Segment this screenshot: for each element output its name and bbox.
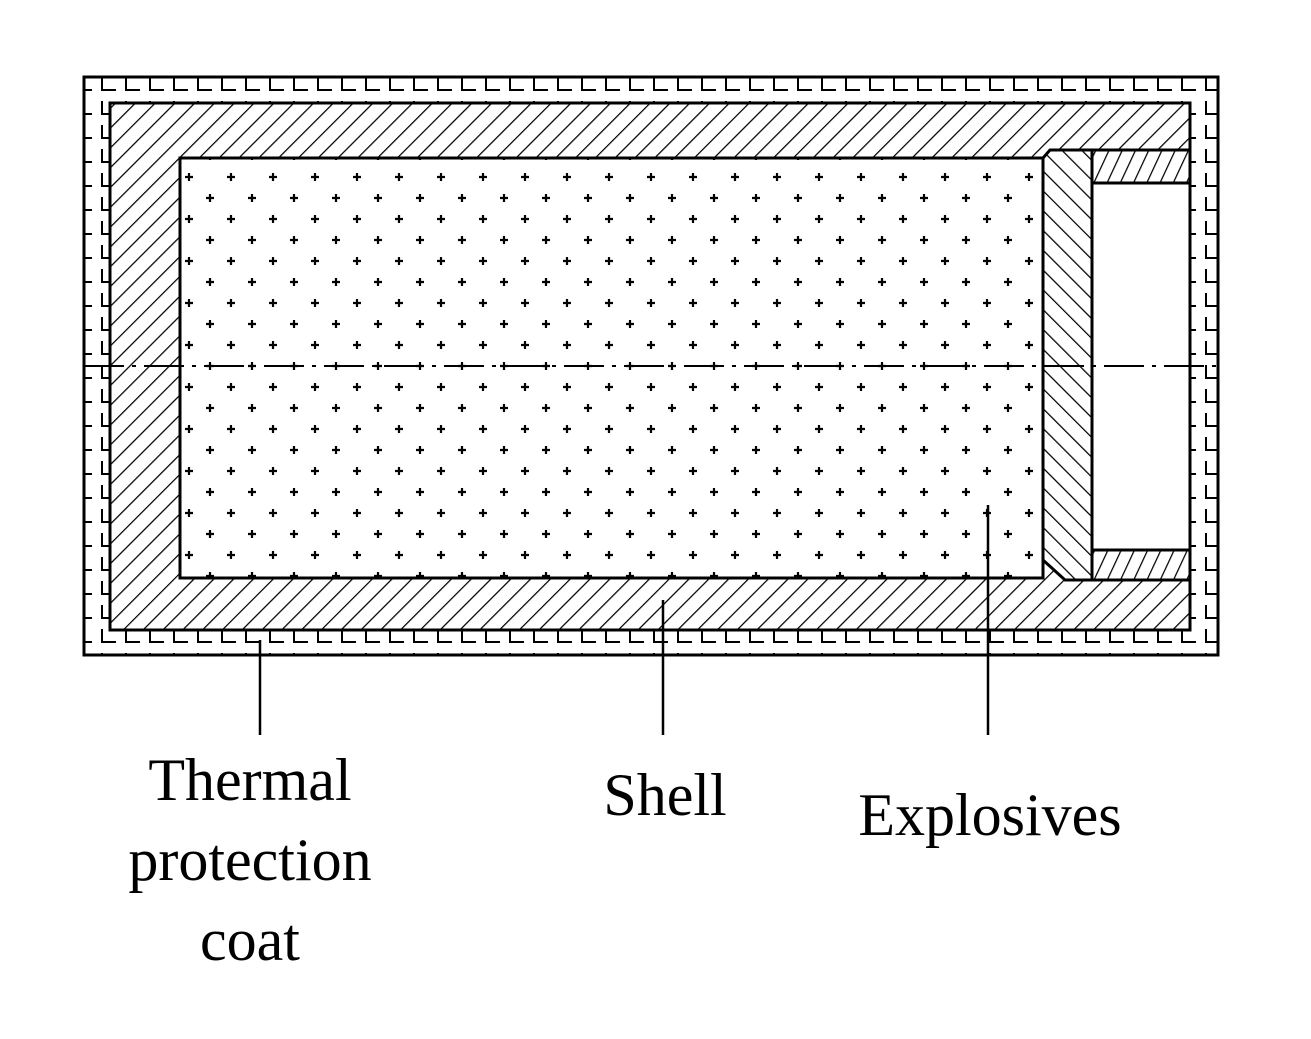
label-thermal-protection-coat: Thermal protection coat: [100, 740, 400, 980]
label-thermal-line2: protection: [128, 827, 372, 893]
label-thermal-line1: Thermal: [148, 747, 352, 813]
label-explosives: Explosives: [858, 782, 1122, 848]
label-thermal-line3: coat: [200, 907, 300, 973]
explosives-charge: [178, 156, 1045, 580]
label-shell: Shell: [603, 762, 727, 828]
